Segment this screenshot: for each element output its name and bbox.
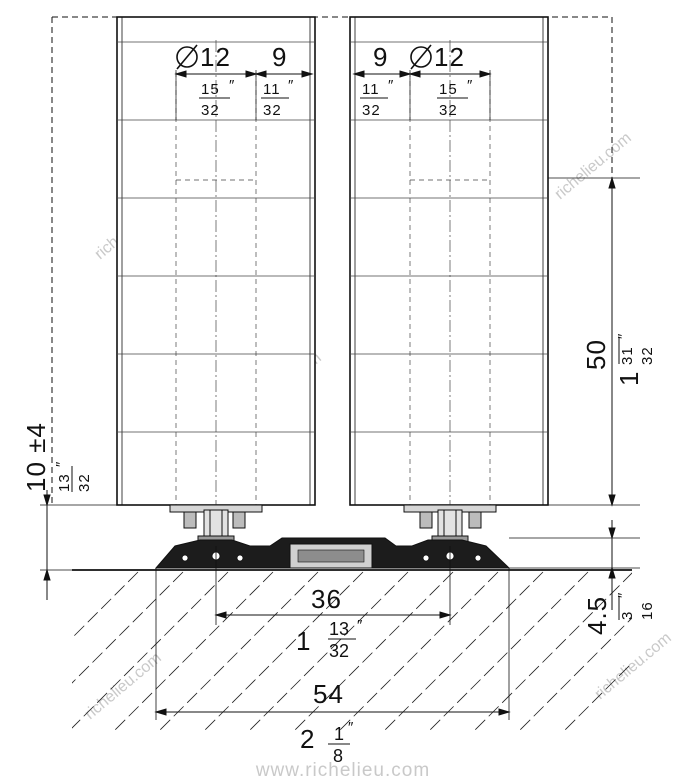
right-offset-mm: 9 (373, 42, 388, 72)
lift-in-mark: ″ (53, 461, 70, 467)
inner-span-in-den: 32 (329, 641, 349, 661)
inner-span-in-num: 13 (329, 619, 349, 639)
left-offset-in-mark: ″ (288, 77, 294, 94)
fraction-bars (71, 97, 620, 745)
outer-span-in-num: 1 (334, 724, 344, 744)
dim-lift: 10 ±4 13 ″ 32 (21, 422, 93, 492)
inner-span-in-mark: ″ (357, 617, 363, 634)
left-hole-mm: 12 (200, 42, 231, 72)
track-height-in-den: 16 (639, 601, 656, 620)
inner-span-in-whole: 1 (296, 626, 311, 656)
right-offset-in-mark: ″ (388, 77, 394, 94)
dim-track-height: 4.5 3 ″ 16 (582, 592, 656, 635)
lift-in-den: 32 (76, 473, 93, 492)
outer-span-mm: 54 (313, 679, 344, 709)
track-profile (154, 537, 511, 569)
track-height-mm: 4.5 (582, 596, 612, 635)
inner-span-mm: 36 (311, 584, 342, 614)
panel-height-mm: 50 (581, 339, 611, 370)
left-hole-in-den: 32 (201, 102, 220, 119)
extension-lines (40, 177, 640, 720)
right-offset-in-den: 32 (362, 102, 381, 119)
lift-mm: 10 ±4 (21, 422, 51, 492)
dim-right-hole: 12 15 ″ 32 (410, 42, 473, 119)
left-offset-in-den: 32 (263, 102, 282, 119)
right-hole-in-den: 32 (439, 102, 458, 119)
dim-right-offset: 9 11 ″ 32 (362, 42, 394, 119)
lift-in-num: 13 (56, 473, 73, 492)
right-hole-mm: 12 (434, 42, 465, 72)
watermark-url: www.richelieu.com (255, 760, 430, 781)
outer-span-in-whole: 2 (300, 724, 315, 754)
left-offset-mm: 9 (272, 42, 287, 72)
panel-height-in-mark: ″ (615, 333, 632, 339)
dimension-lines (43, 70, 616, 716)
track-height-in-num: 3 (619, 611, 636, 620)
watermark-diagonal-4: richelieu.com (592, 629, 675, 703)
dim-left-hole: 12 15 ″ 32 (176, 42, 235, 119)
dim-outer-span: 54 2 1 ″ 8 (300, 679, 354, 766)
panel-height-in-whole: 1 (614, 371, 644, 386)
track-height-in-mark: ″ (615, 592, 632, 598)
right-hole-in-num: 15 (439, 81, 458, 98)
dim-left-offset: 9 11 ″ 32 (263, 42, 294, 119)
left-hole-in-mark: ″ (229, 77, 235, 94)
left-hole-in-num: 15 (201, 81, 220, 98)
dim-inner-span: 36 1 13 ″ 32 (296, 584, 363, 661)
dim-panel-height: 50 1 31 ″ 32 (581, 333, 656, 386)
right-hole-in-mark: ″ (467, 77, 473, 94)
watermark-diagonal-3: richelieu.com (552, 129, 635, 203)
left-offset-in-num: 11 (263, 81, 281, 98)
outer-span-in-den: 8 (333, 746, 343, 766)
outer-span-in-mark: ″ (348, 719, 354, 736)
right-offset-in-num: 11 (362, 81, 380, 98)
panel-height-in-den: 32 (639, 346, 656, 365)
floor (72, 569, 632, 730)
panel-height-in-num: 31 (619, 346, 636, 365)
